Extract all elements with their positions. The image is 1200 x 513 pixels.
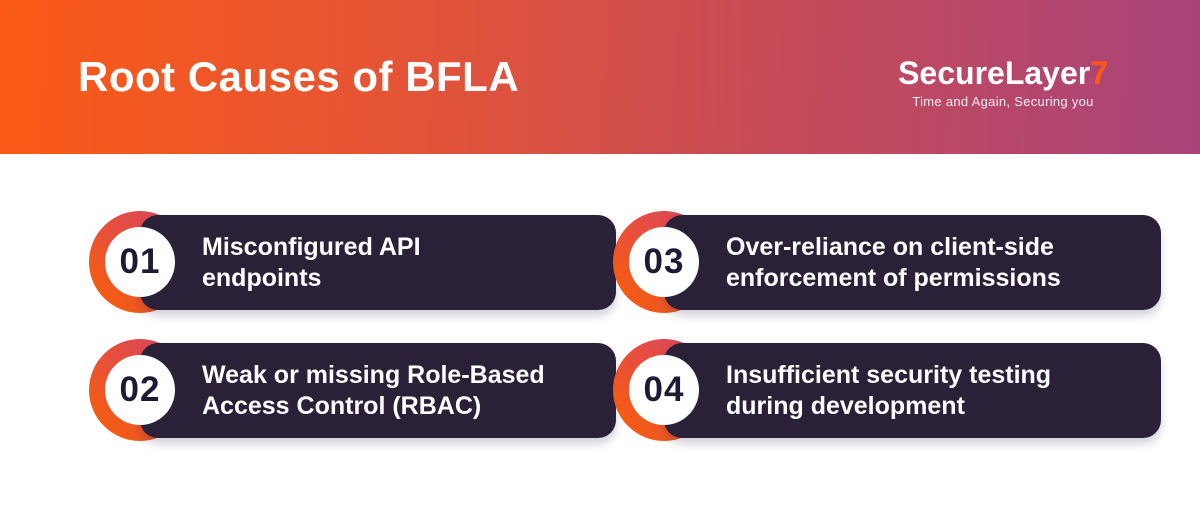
cause-card-03: Over-reliance on client-side enforcement…: [613, 211, 1173, 343]
card-text-line1: Insufficient security testing: [726, 360, 1052, 389]
logo-brand-text: SecureLayer: [898, 55, 1091, 92]
cause-card-02: Weak or missing Role-Based Access Contro…: [89, 339, 649, 471]
card-number: 01: [119, 242, 161, 281]
card-text-line2: enforcement of permissions: [726, 263, 1061, 292]
number-badge: 04: [629, 355, 699, 425]
card-text-line1: Over-reliance on client-side: [726, 232, 1054, 261]
card-number: 03: [643, 242, 685, 281]
card-text-line1: Weak or missing Role-Based: [202, 360, 545, 389]
securelayer7-logo: SecureLayer7 Time and Again, Securing yo…: [898, 55, 1108, 109]
card-text-line2: Access Control (RBAC): [202, 391, 482, 420]
header-banner: Root Causes of BFLA SecureLayer7 Time an…: [0, 0, 1200, 154]
card-number: 04: [643, 370, 685, 409]
number-badge: 02: [105, 355, 175, 425]
card-body: Weak or missing Role-Based Access Contro…: [140, 343, 616, 438]
page-title: Root Causes of BFLA: [78, 53, 520, 100]
card-number: 02: [119, 370, 161, 409]
logo-brand-accent: 7: [1090, 55, 1108, 92]
card-text-line2: endpoints: [202, 263, 322, 292]
logo-brand-line: SecureLayer7: [898, 55, 1108, 92]
card-body: Insufficient security testing during dev…: [664, 343, 1161, 438]
number-badge: 01: [105, 227, 175, 297]
cause-card-04: Insufficient security testing during dev…: [613, 339, 1173, 471]
cause-card-01: Misconfigured API endpoints 01: [89, 211, 649, 343]
card-text-line1: Misconfigured API: [202, 232, 421, 261]
card-body: Misconfigured API endpoints: [140, 215, 616, 310]
logo-tagline: Time and Again, Securing you: [912, 93, 1094, 109]
card-text-line2: during development: [726, 391, 965, 420]
card-body: Over-reliance on client-side enforcement…: [664, 215, 1161, 310]
number-badge: 03: [629, 227, 699, 297]
